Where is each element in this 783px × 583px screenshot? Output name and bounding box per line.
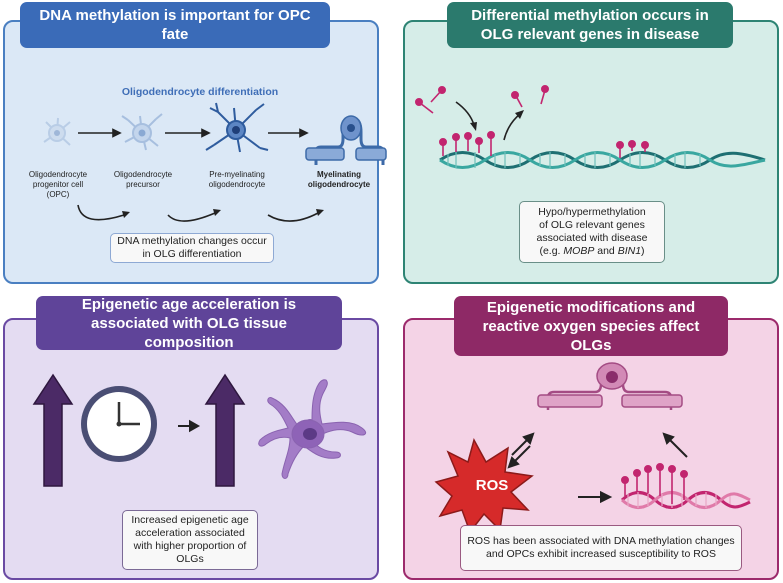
diagram-subtitle: Oligodendrocyte differentiation bbox=[121, 86, 279, 98]
caption-line-2: of OLG relevant genes bbox=[539, 219, 645, 231]
caption-ros-association: ROS has been associated with DNA methyla… bbox=[460, 525, 742, 571]
pre-myelinating-cell-icon bbox=[205, 102, 269, 153]
caption-line-4: (e.g. MOBP and BIN1) bbox=[539, 245, 645, 257]
methylated-dna-icon bbox=[620, 462, 751, 509]
ros-starburst-icon bbox=[434, 438, 534, 534]
panel-title-dna-methylation: DNA methylation is important for OPC fat… bbox=[20, 2, 330, 48]
right-arrow-icon bbox=[178, 419, 201, 433]
clock-icon bbox=[81, 386, 157, 462]
methylation-curved-arrows bbox=[77, 204, 319, 222]
precursor-cell-icon bbox=[121, 113, 163, 151]
myelinating-cell-icon bbox=[305, 115, 387, 165]
dna-double-helix bbox=[439, 151, 766, 169]
caption-hypo-hypermethylation: Hypo/hypermethylation of OLG relevant ge… bbox=[519, 201, 665, 263]
stage-label-pre-myelinating: Pre-myelinating oligodendrocyte bbox=[208, 170, 266, 189]
up-arrow-right-icon bbox=[204, 373, 246, 487]
ros-arrows bbox=[507, 432, 688, 504]
opc-cell-icon bbox=[43, 117, 71, 146]
ros-label: ROS bbox=[475, 477, 509, 494]
gene-bin1: BIN1 bbox=[617, 245, 642, 257]
caption-line-1: Hypo/hypermethylation bbox=[538, 206, 646, 218]
oligodendrocyte-cell-icon bbox=[258, 379, 367, 479]
myelinating-olg-pink-icon bbox=[537, 362, 683, 410]
stage-label-precursor: Oligodendrocyte precursor bbox=[113, 170, 173, 189]
caption-line-3: associated with disease bbox=[536, 232, 648, 244]
panel-title-differential-methylation: Differential methylation occurs in OLG r… bbox=[447, 2, 733, 48]
gene-mobp: MOBP bbox=[563, 245, 595, 257]
panel-title-ros: Epigenetic modifications and reactive ox… bbox=[454, 296, 728, 356]
curved-arrow-heads bbox=[122, 209, 324, 218]
caption-dna-methylation-changes: DNA methylation changes occur in OLG dif… bbox=[110, 233, 274, 263]
dna-base-pairs bbox=[447, 152, 701, 168]
stage-label-opc: Oligodendrocyte progenitor cell (OPC) bbox=[28, 170, 88, 199]
panel-title-epigenetic-age: Epigenetic age acceleration is associate… bbox=[36, 296, 342, 351]
stage-label-myelinating: Myelinating oligodendrocyte bbox=[307, 170, 371, 189]
methyl-group-markers bbox=[438, 131, 649, 158]
up-arrow-left-icon bbox=[32, 373, 74, 487]
free-methyl-groups bbox=[414, 85, 549, 114]
caption-increased-epigenetic-age: Increased epigenetic age acceleration as… bbox=[122, 510, 258, 570]
differentiation-arrows bbox=[78, 128, 309, 138]
